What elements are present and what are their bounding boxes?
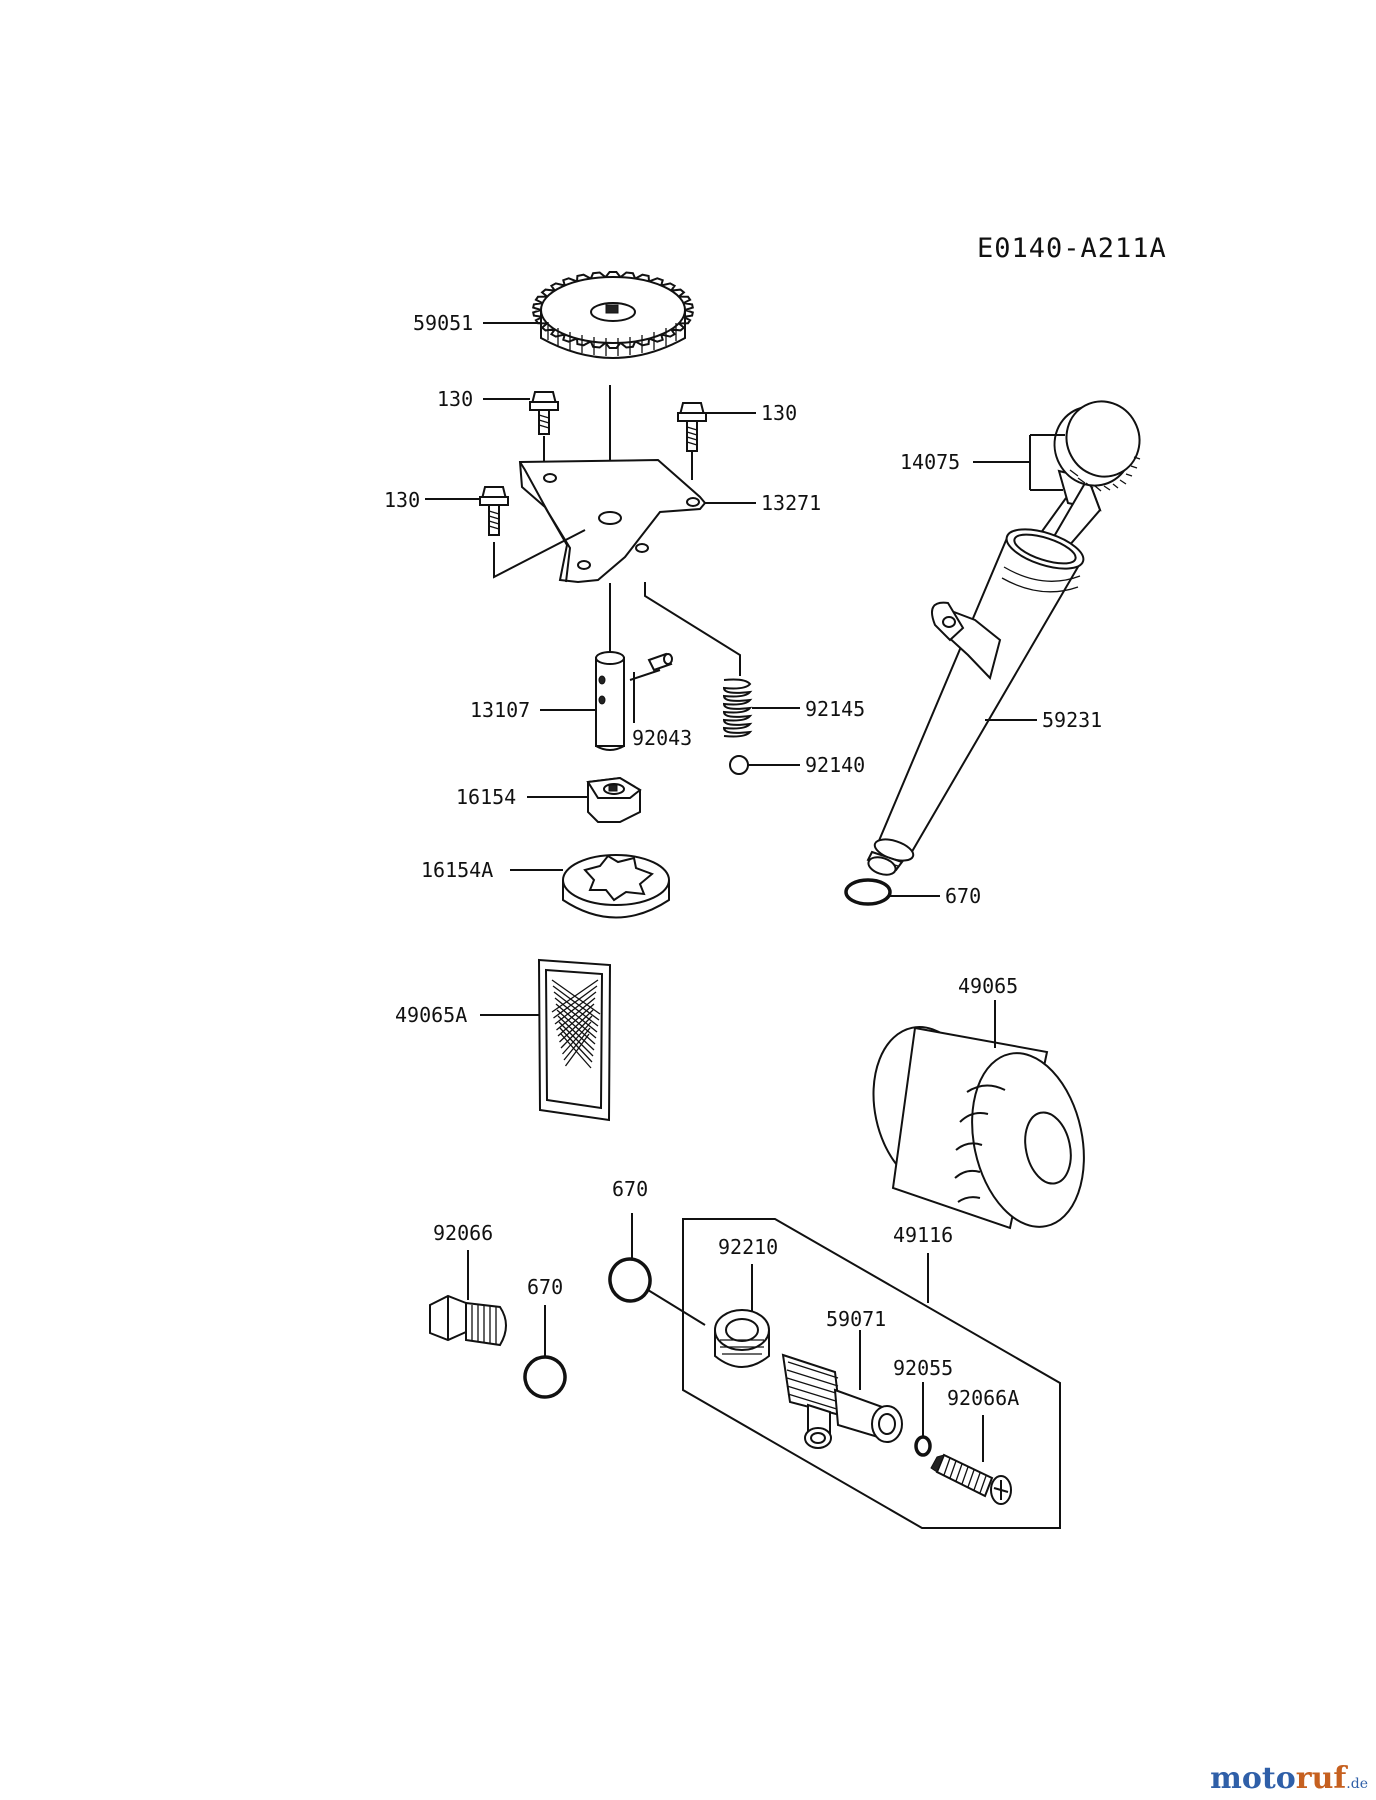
o-ring-670-lower-left[interactable]	[522, 1354, 568, 1400]
oil-filter-49065[interactable]	[859, 1017, 1099, 1238]
label-16154: 16154	[456, 785, 516, 809]
screen-mesh	[551, 979, 601, 1069]
label-92140: 92140	[805, 753, 865, 777]
label-59231: 59231	[1042, 708, 1102, 732]
fitting-59071[interactable]	[781, 1353, 903, 1449]
label-92210: 92210	[718, 1235, 778, 1259]
label-49116: 49116	[893, 1223, 953, 1247]
label-59071: 59071	[826, 1307, 886, 1331]
label-16154A: 16154A	[421, 858, 493, 882]
spring-92145[interactable]	[722, 678, 753, 738]
washer-92055[interactable]	[914, 1435, 932, 1457]
bolt-130-left-bottom[interactable]	[479, 486, 509, 536]
screw-92066A[interactable]	[930, 1453, 1012, 1505]
label-49065A: 49065A	[395, 1003, 467, 1027]
bolt-130-left-top[interactable]	[529, 391, 559, 435]
oil-fill-tube-59231[interactable]	[866, 521, 1088, 878]
label-13107: 13107	[470, 698, 530, 722]
label-130-c: 130	[384, 488, 420, 512]
label-92043: 92043	[632, 726, 692, 750]
label-92066: 92066	[433, 1221, 493, 1245]
nut-92210[interactable]	[714, 1309, 770, 1368]
diagram-code: E0140-A211A	[977, 233, 1167, 264]
label-92145: 92145	[805, 697, 865, 721]
pin-92043[interactable]	[647, 652, 673, 672]
ball-92140[interactable]	[729, 755, 749, 775]
label-130-b: 130	[761, 401, 797, 425]
plate-13271[interactable]	[518, 458, 707, 584]
drain-plug-92066[interactable]	[429, 1294, 507, 1347]
shaft-13107[interactable]	[595, 651, 625, 751]
o-ring-670-upper[interactable]	[844, 878, 892, 906]
label-92055: 92055	[893, 1356, 953, 1380]
bolt-130-right[interactable]	[677, 402, 707, 452]
gear-59051[interactable]	[532, 271, 694, 359]
label-670-b: 670	[612, 1177, 648, 1201]
label-14075: 14075	[900, 450, 960, 474]
inner-rotor-16154[interactable]	[586, 776, 642, 823]
label-130-a: 130	[437, 387, 473, 411]
watermark-logo: motoruf.de	[1210, 1761, 1368, 1796]
label-49065: 49065	[958, 974, 1018, 998]
oil-screen-49065A[interactable]	[537, 958, 612, 1122]
label-59051: 59051	[413, 311, 473, 335]
label-670-c: 670	[527, 1275, 563, 1299]
o-ring-670-middle[interactable]	[607, 1256, 654, 1304]
label-670-a: 670	[945, 884, 981, 908]
label-92066A: 92066A	[947, 1386, 1019, 1410]
outer-rotor-16154A[interactable]	[562, 854, 670, 919]
label-13271: 13271	[761, 491, 821, 515]
